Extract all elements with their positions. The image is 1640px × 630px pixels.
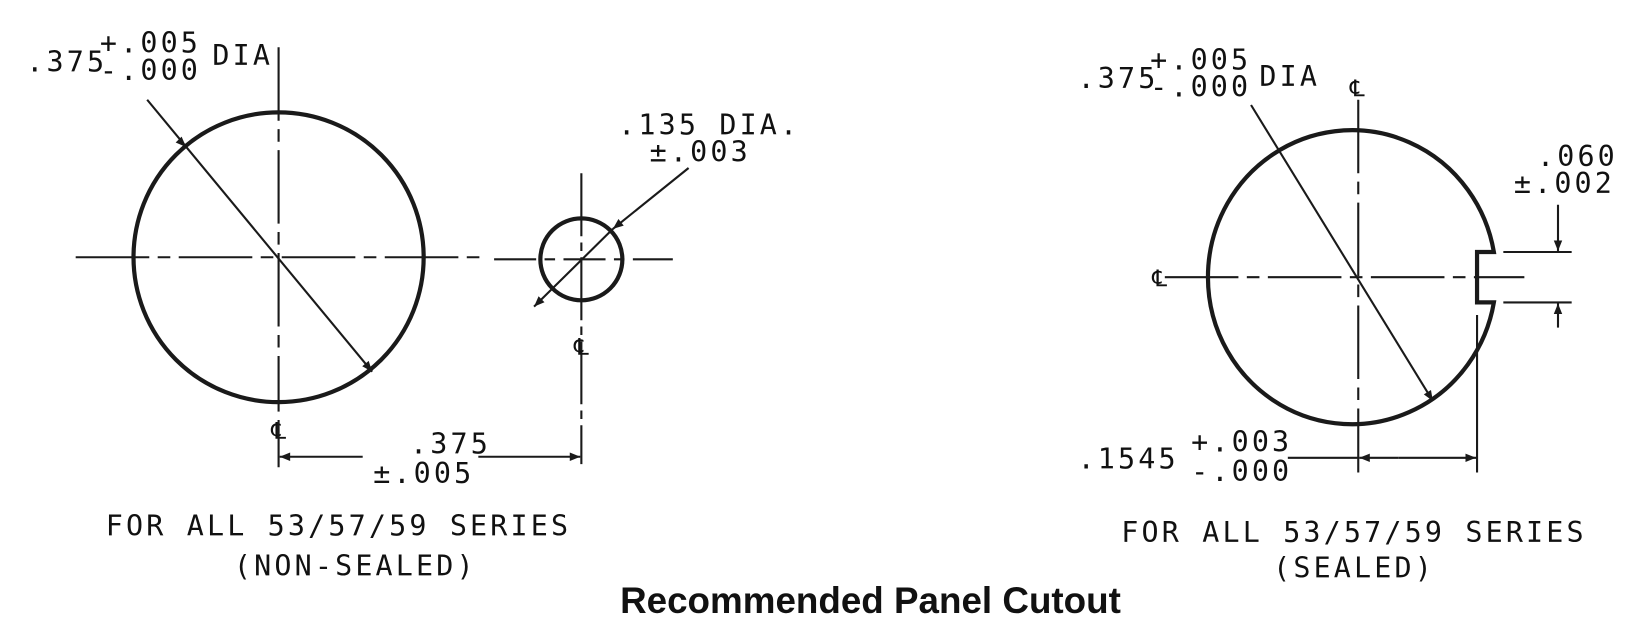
notch-offset-dim: .1545 bbox=[1078, 442, 1179, 475]
main-hole-suffix: DIA bbox=[1259, 60, 1320, 93]
main-hole-tol-plus: +.005 bbox=[100, 27, 201, 60]
notch-width-dim: .060 bbox=[1537, 140, 1618, 173]
spacing-tol: ±.005 bbox=[373, 457, 474, 490]
main-hole-dim: .375 bbox=[1078, 62, 1159, 95]
notch-width-tol: ±.002 bbox=[1514, 167, 1615, 200]
caption-line2: (SEALED) bbox=[1273, 552, 1435, 585]
main-hole-dim: .375 bbox=[26, 45, 107, 78]
small-hole-tol: ±.003 bbox=[650, 136, 751, 169]
main-hole-leader-arrow bbox=[175, 136, 187, 148]
caption-line1: FOR ALL 53/57/59 SERIES bbox=[106, 510, 571, 543]
notch-offset-tol-minus: -.000 bbox=[1191, 455, 1292, 488]
main-hole-suffix: DIA bbox=[212, 39, 273, 72]
small-hole-leader-inner bbox=[533, 228, 614, 308]
centerline-symbol-top: ℄ bbox=[1349, 77, 1365, 103]
main-hole-leader bbox=[1250, 104, 1434, 402]
spacing-dim: .375 bbox=[410, 428, 491, 461]
notch-offset-tol-plus: +.003 bbox=[1191, 426, 1292, 459]
caption-line2: (NON-SEALED) bbox=[234, 549, 477, 582]
non-sealed-cutout: ℄ ℄ .375 +.005 -.000 DIA .135 DIA. ±.003… bbox=[26, 27, 800, 583]
main-hole-tol-minus: -.000 bbox=[100, 54, 201, 87]
sealed-cutout: ℄ ℄ .375 +.005 -.000 DIA .060 ±.002 .154… bbox=[1078, 43, 1618, 585]
main-hole-leader bbox=[146, 99, 373, 373]
figure-title: Recommended Panel Cutout bbox=[620, 580, 1121, 621]
centerline-symbol-left: ℄ bbox=[1151, 267, 1167, 293]
main-hole-with-notch bbox=[1205, 128, 1497, 427]
main-hole-tol-plus: +.005 bbox=[1150, 43, 1251, 76]
small-hole-leader bbox=[612, 167, 690, 230]
centerline-symbol-small: ℄ bbox=[573, 335, 589, 361]
caption-line1: FOR ALL 53/57/59 SERIES bbox=[1121, 516, 1586, 549]
small-hole-dim: .135 DIA. bbox=[618, 108, 800, 141]
main-hole-tol-minus: -.000 bbox=[1150, 71, 1251, 104]
